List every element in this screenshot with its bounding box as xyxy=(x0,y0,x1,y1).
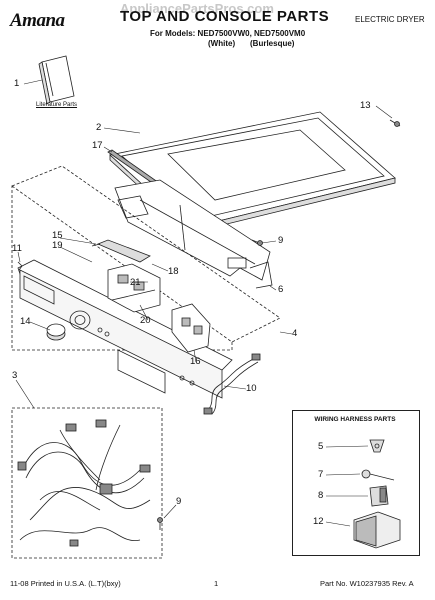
knob-14-icon xyxy=(46,323,66,341)
callout-4: 4 xyxy=(292,328,298,339)
callout-13: 13 xyxy=(360,100,371,111)
literature-parts-label: Literature Parts xyxy=(36,102,78,108)
harness-10-icon xyxy=(203,353,261,415)
leader-lines xyxy=(15,79,393,527)
connector-8-icon xyxy=(369,485,389,507)
literature-book-icon xyxy=(38,55,75,105)
callout-6: 6 xyxy=(278,284,284,295)
callout-3: 3 xyxy=(12,370,18,381)
callout-19: 19 xyxy=(52,240,63,251)
callout-17: 17 xyxy=(92,140,103,151)
callout-7: 7 xyxy=(318,469,324,480)
part-number: Part No. W10237935 Rev. A xyxy=(320,579,414,588)
board-16-icon xyxy=(171,303,211,353)
callout-2: 2 xyxy=(96,122,102,133)
callout-9-lower: 9 xyxy=(176,496,182,507)
wire-clip-5-icon xyxy=(369,439,385,453)
callout-16: 16 xyxy=(190,356,201,367)
main-harness-box xyxy=(11,407,163,559)
bracket-6-icon xyxy=(249,261,273,289)
main-harness-icon xyxy=(17,419,151,547)
brand-logo: Amana xyxy=(10,10,65,31)
model-burlesque-label: (Burlesque) xyxy=(250,39,295,48)
cable-15-icon xyxy=(91,239,151,263)
screw-9-icon xyxy=(251,239,263,246)
page-number: 1 xyxy=(214,579,219,588)
model-list: For Models: NED7500VW0, NED7500VM0 xyxy=(150,29,306,38)
clip-11-icon xyxy=(17,261,23,271)
console-frame xyxy=(114,179,271,281)
callout-12: 12 xyxy=(313,516,324,527)
callout-18: 18 xyxy=(168,266,179,277)
screw-9b-icon xyxy=(157,517,163,530)
connector-block-12-icon xyxy=(353,511,401,549)
callout-20: 20 xyxy=(140,315,151,326)
callout-5: 5 xyxy=(318,441,324,452)
wiring-harness-parts-box xyxy=(292,410,420,556)
callout-8: 8 xyxy=(318,490,324,501)
screw-13-icon xyxy=(389,119,401,127)
callout-10: 10 xyxy=(246,383,257,394)
console-assembly-box xyxy=(11,165,281,343)
print-info: 11-08 Printed in U.S.A. (L.T)(bxy) xyxy=(10,579,121,588)
model-white-label: (White) xyxy=(208,39,236,48)
console-panel xyxy=(17,259,233,399)
callout-14: 14 xyxy=(20,316,31,327)
page-title: TOP AND CONSOLE PARTS xyxy=(120,8,330,25)
wire-tie-7-icon xyxy=(361,469,395,481)
wiring-harness-parts-title: WIRING HARNESS PARTS xyxy=(314,416,396,423)
callout-15: 15 xyxy=(52,230,63,241)
callout-9: 9 xyxy=(278,235,284,246)
callout-11: 11 xyxy=(12,243,22,254)
watermark: AppliancePartsPros.com xyxy=(120,1,274,16)
callout-1: 1 xyxy=(14,78,20,89)
appliance-type: ELECTRIC DRYER xyxy=(355,15,425,24)
control-board xyxy=(107,263,161,313)
callout-21: 21 xyxy=(130,277,141,288)
